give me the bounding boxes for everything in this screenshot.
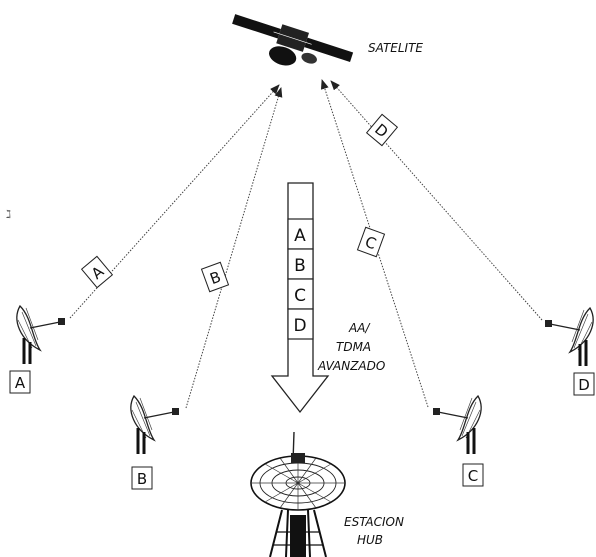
mode-label-line-2: TDMA xyxy=(336,340,371,354)
svg-text:B: B xyxy=(137,470,147,488)
frame-slot: B xyxy=(294,256,306,276)
mode-label-line-3: AVANZADO xyxy=(317,359,385,373)
svg-text:C: C xyxy=(468,467,478,485)
hub-label-line-2: HUB xyxy=(357,533,383,547)
station-label-c: C xyxy=(462,463,484,487)
station-dish-b-icon xyxy=(129,394,181,456)
frame-slot: D xyxy=(293,316,306,336)
frame-stack: A B C D xyxy=(287,218,314,340)
mode-label-line-1: AA/ xyxy=(348,321,371,335)
link-label-b: B xyxy=(200,261,230,293)
station-label-a: A xyxy=(9,370,31,394)
stray-mark: ℷ xyxy=(6,208,11,221)
link-line-d xyxy=(330,80,543,321)
frame-slot: A xyxy=(294,226,306,246)
station-label-d: D xyxy=(573,372,595,396)
station-dish-a-icon xyxy=(15,304,67,366)
link-label-a: A xyxy=(80,255,114,289)
satellite-icon xyxy=(232,14,354,66)
satellite-label: SATELITE xyxy=(368,41,423,55)
hub-antenna-icon xyxy=(250,431,346,557)
svg-text:D: D xyxy=(578,376,590,394)
link-line-b xyxy=(185,87,283,409)
link-label-c: C xyxy=(356,226,386,258)
link-label-d: D xyxy=(365,113,399,147)
station-dish-d-icon xyxy=(543,306,595,368)
frame-slot: C xyxy=(294,286,306,306)
station-dish-c-icon xyxy=(431,394,483,456)
hub-label-line-1: ESTACION xyxy=(344,515,404,529)
svg-text:A: A xyxy=(15,374,26,392)
station-label-b: B xyxy=(131,466,153,490)
